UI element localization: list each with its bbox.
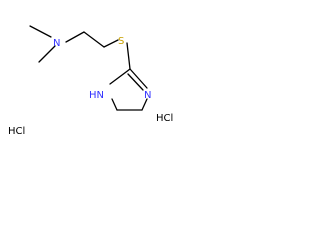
bond-methyl-lower [38,45,56,63]
bond-ch2-ch2 [83,31,105,48]
bond-c4-n3 [141,98,148,111]
bond-ch2-s [103,39,119,48]
ring-nitrogen-label: N [144,90,151,101]
bond-s-c2 [126,42,131,70]
amine-nitrogen-label: N [53,38,60,49]
hcl-label-right: HCl [156,113,173,124]
bond-n3-c2-double [127,73,144,91]
chemical-structure-diagram: N S HN N HCl HCl [8,25,173,137]
bond-methyl-upper [29,25,52,38]
bond-c2-nh [109,68,131,85]
bond-n-ch2 [65,31,85,43]
sulfur-label: S [118,36,124,47]
ring-nh-label: HN [89,90,104,101]
bond-n3-c2 [129,68,148,89]
hcl-label-left: HCl [8,126,25,137]
bond-nh-c5 [111,98,118,111]
